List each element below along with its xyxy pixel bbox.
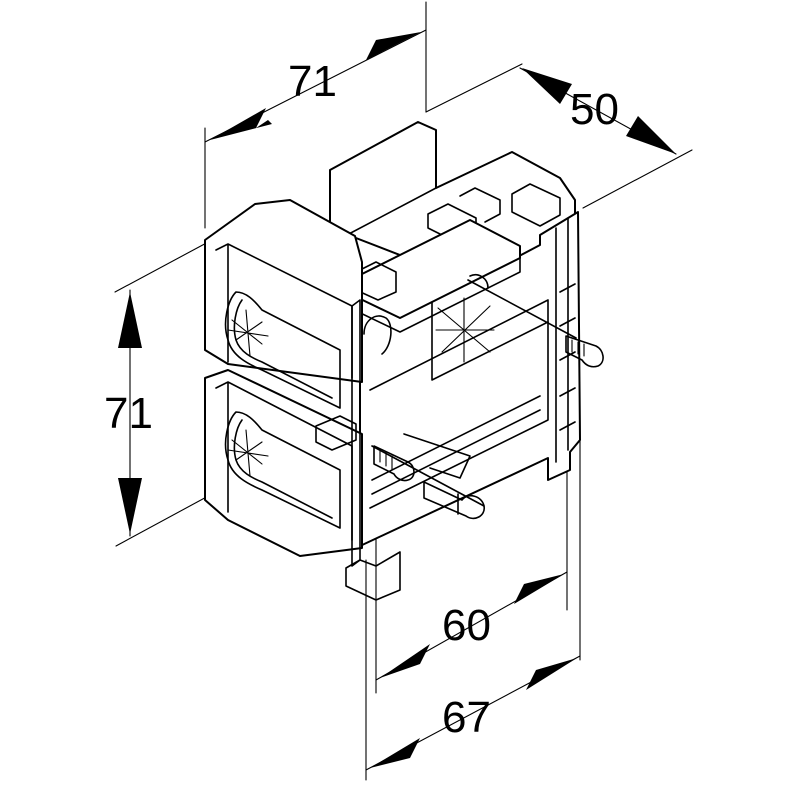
label-depth: 50	[570, 85, 619, 134]
dimension-depth	[519, 67, 677, 155]
arrow-head	[626, 116, 676, 154]
box-body	[204, 121, 604, 601]
arrow-head	[118, 292, 142, 348]
label-inner-width: 60	[442, 601, 491, 650]
knockout-star	[363, 297, 495, 363]
arrow-head	[118, 478, 142, 534]
dimension-outer-width	[365, 655, 581, 771]
arrow-head	[370, 738, 420, 768]
arrow-head	[514, 574, 564, 604]
screw-left	[371, 445, 485, 520]
arrow-head	[210, 108, 272, 140]
label-top-width: 71	[288, 57, 337, 106]
arrow-head	[380, 644, 430, 678]
front-face-upper	[204, 199, 363, 383]
arrow-head	[526, 658, 577, 690]
dimension-top-width	[204, 29, 427, 143]
knockout-slot-lower	[224, 411, 341, 529]
dimension-inner-width	[375, 571, 568, 681]
front-face-lower	[204, 369, 363, 557]
dimension-height	[118, 289, 142, 537]
knockout-slot-upper	[224, 291, 341, 409]
arrow-head	[366, 32, 421, 60]
label-outer-width: 67	[442, 693, 491, 742]
screw-right	[467, 273, 604, 368]
label-height: 71	[104, 389, 153, 438]
arrow-head	[522, 68, 572, 104]
